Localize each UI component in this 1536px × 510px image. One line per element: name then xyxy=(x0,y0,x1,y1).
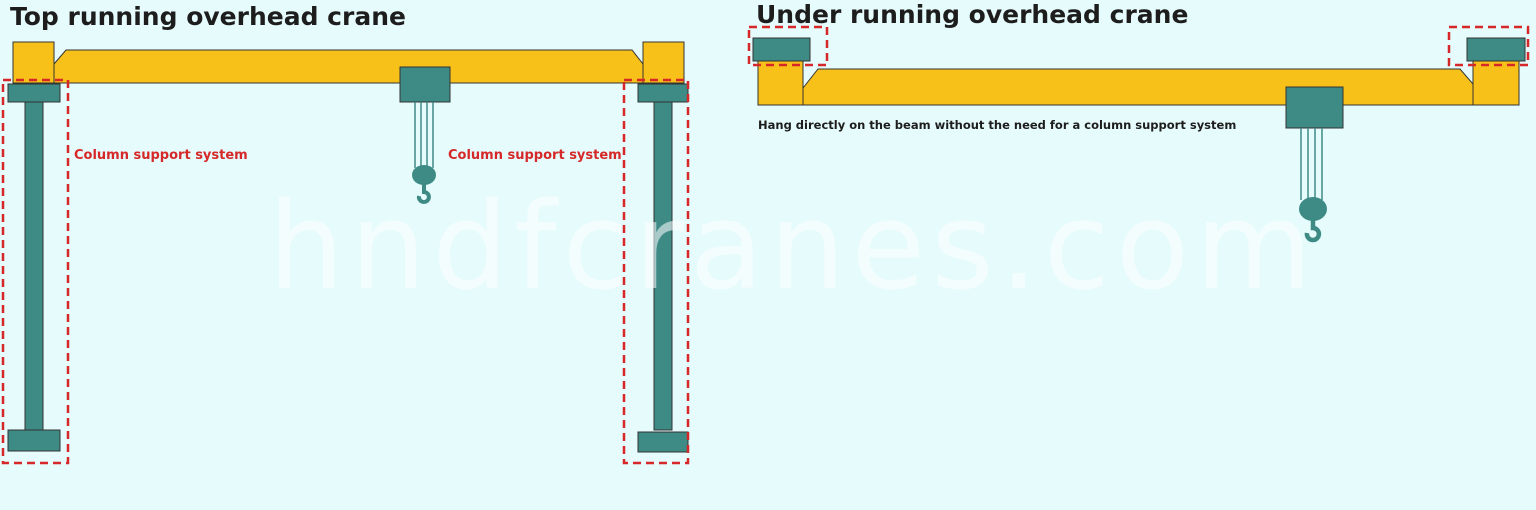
under-right-end-truck xyxy=(1472,59,1520,106)
under-left-runway-beam xyxy=(752,37,811,62)
right-column-label: Column support system xyxy=(448,148,622,163)
left-column-highlight xyxy=(1,78,70,465)
top-running-crane xyxy=(7,41,689,453)
under-hoist-rope xyxy=(1300,128,1323,200)
under-running-highlights xyxy=(747,25,1530,67)
left-column-base xyxy=(7,429,61,452)
right-column-highlight xyxy=(622,78,690,465)
right-runway-rail xyxy=(637,83,689,103)
left-runway-rail xyxy=(7,83,61,103)
right-column-base xyxy=(637,431,689,453)
under-running-crane xyxy=(752,37,1526,129)
under-running-title: Under running overhead crane xyxy=(756,0,1189,29)
under-running-note: Hang directly on the beam without the ne… xyxy=(758,118,1237,132)
right-column xyxy=(653,101,673,431)
under-left-end-truck xyxy=(757,59,804,106)
main-girder xyxy=(53,49,644,84)
top-running-highlights xyxy=(1,78,690,465)
top-running-title: Top running overhead crane xyxy=(10,2,406,31)
under-right-runway-beam xyxy=(1466,37,1526,62)
right-end-truck xyxy=(642,41,685,84)
under-left-beam-highlight xyxy=(747,25,829,67)
top-hoist-rope xyxy=(414,102,434,168)
left-column xyxy=(24,101,44,431)
under-main-girder xyxy=(802,68,1474,106)
top-hook-icon xyxy=(412,165,436,204)
under-hoist-trolley xyxy=(1285,86,1344,129)
hoist-trolley xyxy=(399,66,451,103)
left-column-label: Column support system xyxy=(74,148,248,163)
left-end-truck xyxy=(12,41,55,84)
under-right-beam-highlight xyxy=(1447,25,1530,67)
under-hook-icon xyxy=(1299,197,1327,243)
